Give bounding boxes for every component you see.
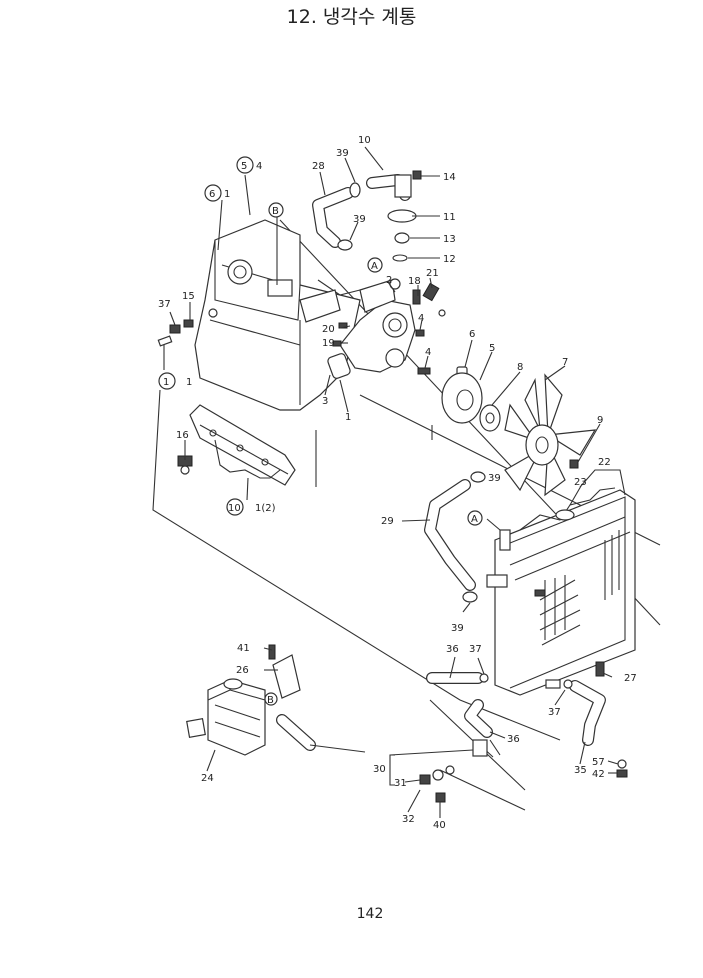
callout-labels: 10 39 28 14 5 4 6 1 B 39 11 13 A 12 21 2… [158, 135, 637, 831]
callout-10-cover-circled: 10 [228, 503, 241, 514]
callout-27: 27 [624, 673, 637, 684]
callout-5-qty: 4 [256, 161, 262, 172]
callout-4-upper: 4 [418, 313, 424, 324]
callout-9: 9 [597, 415, 603, 426]
callout-32: 32 [402, 814, 415, 825]
callout-41: 41 [237, 643, 250, 654]
callout-18: 18 [408, 276, 421, 287]
callout-39: 39 [336, 148, 349, 159]
callout-26: 26 [236, 665, 249, 676]
circled-callouts [158, 156, 483, 706]
callout-28: 28 [312, 161, 325, 172]
callout-16: 16 [176, 430, 189, 441]
radiator [486, 487, 636, 696]
hose-28 [312, 182, 361, 251]
callout-4-lower: 4 [425, 347, 431, 358]
callout-14: 14 [443, 172, 456, 183]
callout-2: 2 [386, 275, 392, 286]
manifold-cover [177, 404, 296, 486]
callout-20: 20 [322, 324, 335, 335]
callout-37-lower: 37 [548, 707, 561, 718]
lower-hoses [426, 672, 606, 758]
callout-13: 13 [443, 234, 456, 245]
thermostat-assembly [366, 170, 422, 262]
callout-A-thermostat: A [371, 261, 378, 272]
callout-36-lower: 36 [507, 734, 520, 745]
callout-6-circled: 6 [209, 189, 215, 200]
callout-A-radiator: A [471, 514, 478, 525]
callout-B-engine: B [272, 206, 279, 217]
reserve-tank [186, 644, 366, 756]
callout-1-pump: 1 [345, 412, 351, 423]
callout-39-fan: 39 [488, 473, 501, 484]
callout-3: 3 [322, 396, 328, 407]
callout-1-qty: 1 [186, 377, 192, 388]
callout-40: 40 [433, 820, 446, 831]
callout-36-upper: 36 [446, 644, 459, 655]
callout-6-spacer: 6 [469, 329, 475, 340]
callout-12: 12 [443, 254, 456, 265]
callout-57: 57 [592, 757, 605, 768]
callout-23: 23 [574, 477, 587, 488]
fan-assembly [441, 366, 597, 497]
callout-24: 24 [201, 773, 214, 784]
callout-1-circled: 1 [163, 377, 169, 388]
hose-29 [424, 471, 486, 603]
callout-19: 19 [322, 338, 335, 349]
callout-39-lower: 39 [353, 214, 366, 225]
water-pump [299, 278, 416, 379]
page-number: 142 [356, 906, 384, 922]
callout-37-left: 37 [158, 299, 171, 310]
callout-10: 10 [358, 135, 371, 146]
callout-5-pulley: 5 [489, 343, 495, 354]
callout-22: 22 [598, 457, 611, 468]
small-fittings [157, 282, 446, 375]
callout-10-cover-qty: 1(2) [255, 503, 276, 514]
engine-block [194, 219, 361, 411]
callout-B-tank: B [267, 695, 274, 706]
callout-15: 15 [182, 291, 195, 302]
callout-35: 35 [574, 765, 587, 776]
callout-8: 8 [517, 362, 523, 373]
callout-39-radiator: 39 [451, 623, 464, 634]
callout-7-fan: 7 [562, 357, 568, 368]
callout-5-circled: 5 [241, 161, 247, 172]
callout-6-qty: 1 [224, 189, 230, 200]
callout-30: 30 [373, 764, 386, 775]
callout-21: 21 [426, 268, 439, 279]
callout-37-radiator: 37 [469, 644, 482, 655]
callout-11: 11 [443, 212, 456, 223]
callout-29: 29 [381, 516, 394, 527]
page-title: 12. 냉각수 계통 [286, 6, 417, 28]
cooling-fan [504, 373, 597, 497]
callout-leaders [163, 146, 626, 818]
callout-42: 42 [592, 769, 605, 780]
callout-31: 31 [394, 778, 407, 789]
radiator-core-hatch [539, 530, 620, 646]
